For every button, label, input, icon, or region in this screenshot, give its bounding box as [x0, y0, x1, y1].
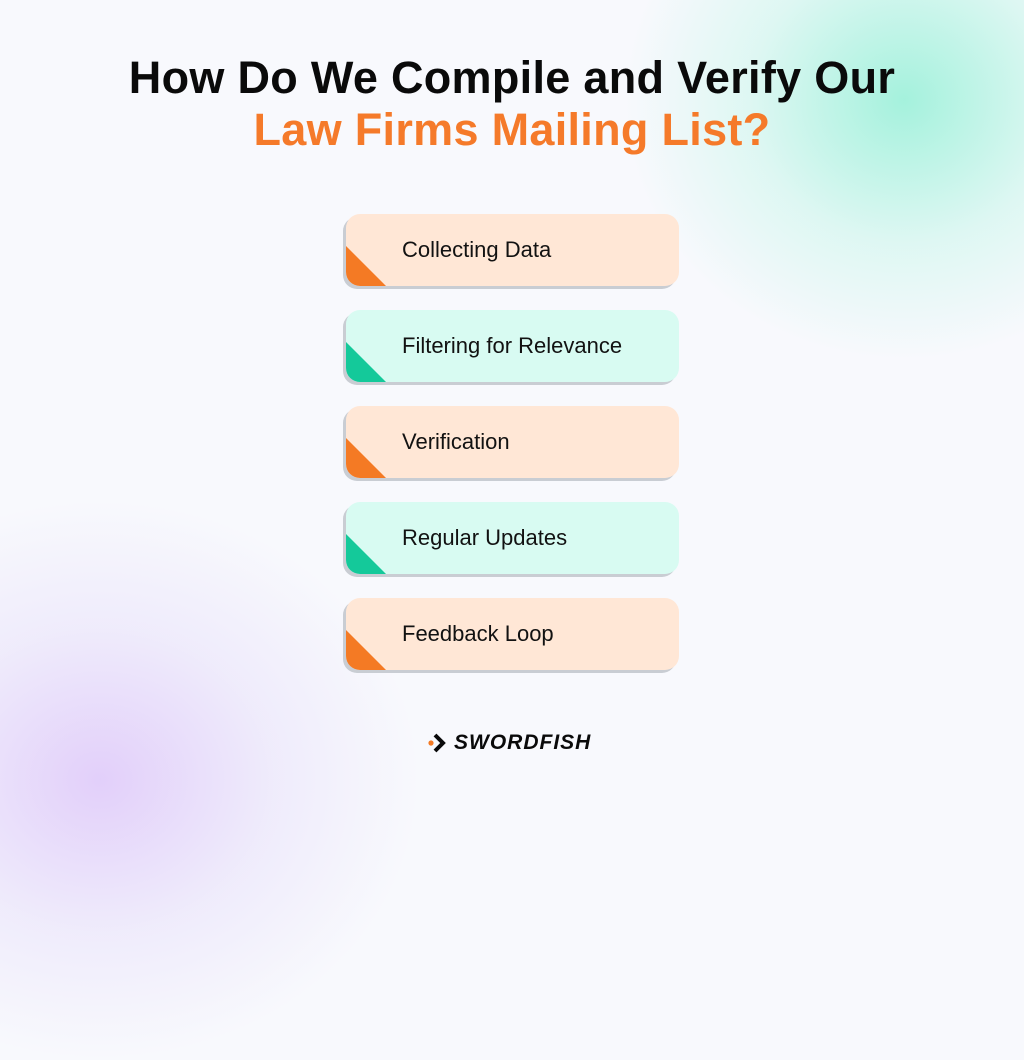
step-card-regular-updates: Regular Updates [346, 502, 679, 574]
title-line-2: Law Firms Mailing List? [253, 104, 771, 155]
step-card-filtering-for-relevance: Filtering for Relevance [346, 310, 679, 382]
title-line-1: How Do We Compile and Verify Our [128, 52, 896, 103]
step-card-verification: Verification [346, 406, 679, 478]
step-label: Regular Updates [402, 525, 568, 550]
step-label: Filtering for Relevance [402, 333, 623, 358]
brand-name: SWORDFISH [454, 731, 592, 754]
corner-triangle-icon [346, 342, 386, 382]
step-label: Verification [402, 429, 510, 454]
page-title: How Do We Compile and Verify Our Law Fir… [0, 52, 1024, 156]
step-card-collecting-data: Collecting Data [346, 214, 679, 286]
process-steps-list: Collecting Data Filtering for Relevance … [346, 214, 679, 694]
corner-triangle-icon [346, 246, 386, 286]
chevron-right-icon [428, 733, 446, 753]
brand-logo: SWORDFISH [428, 730, 591, 756]
step-card-feedback-loop: Feedback Loop [346, 598, 679, 670]
corner-triangle-icon [346, 630, 386, 670]
corner-triangle-icon [346, 534, 386, 574]
step-label: Feedback Loop [402, 621, 554, 646]
corner-triangle-icon [346, 438, 386, 478]
step-label: Collecting Data [402, 237, 552, 262]
